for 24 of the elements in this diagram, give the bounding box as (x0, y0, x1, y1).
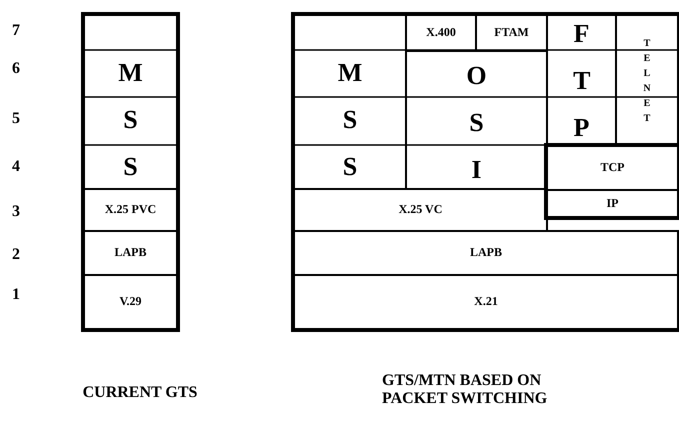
layer-number: 2 (12, 246, 20, 264)
protocol-label: M S S (338, 57, 362, 183)
layer-number: 7 (12, 22, 20, 40)
protocol-label: F T P (573, 18, 590, 144)
stack-caption: CURRENT GTS (82, 384, 198, 402)
protocol-label: IP (606, 196, 618, 210)
protocol-label: M S S (118, 57, 143, 183)
protocol-label: V.29 (119, 295, 142, 309)
protocol-label: TCP (600, 161, 624, 175)
layer-number: 6 (12, 60, 20, 78)
stack-caption: GTS/MTN BASED ON PACKET SWITCHING (382, 372, 548, 408)
protocol-label: T E L N E T (643, 36, 651, 126)
layer-number: 4 (12, 158, 20, 176)
protocol-label: X.400 (426, 26, 456, 40)
protocol-label: X.25 VC (398, 203, 442, 217)
layer-number: 3 (12, 203, 20, 221)
protocol-label: FTAM (494, 26, 529, 40)
protocol-label: X.25 PVC (104, 203, 156, 217)
layer-number: 5 (12, 110, 20, 128)
protocol-label: X.21 (474, 295, 498, 309)
protocol-label: LAPB (114, 246, 146, 260)
protocol-label: LAPB (470, 246, 502, 260)
layer-number: 1 (12, 286, 20, 304)
protocol-label: O S I (466, 60, 487, 186)
